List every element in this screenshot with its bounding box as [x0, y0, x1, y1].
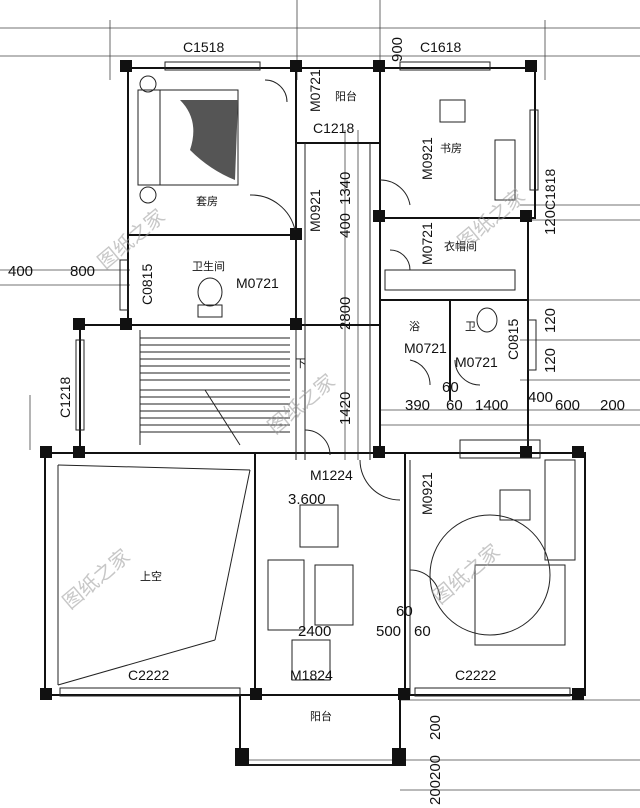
furniture	[137, 75, 576, 681]
stair-down-label: 下	[295, 357, 306, 370]
window-label-stair: C1218	[57, 377, 73, 418]
dim-200-r: 200	[600, 397, 625, 414]
dim-120-c: 120	[542, 348, 559, 373]
dim-900: 900	[389, 37, 406, 62]
door-label-bedroom2: M0921	[419, 472, 435, 515]
door-label-shower: M0721	[404, 340, 447, 356]
dim-1420: 1420	[337, 392, 354, 425]
dim-390: 390	[405, 397, 430, 414]
dim-60-d: 60	[414, 623, 431, 640]
window-label-right-upper: C1818	[542, 169, 558, 210]
door-swings	[249, 79, 481, 601]
window-label-left-toilet: C0815	[139, 264, 155, 305]
columns	[40, 60, 584, 766]
door-label-terrace: M1824	[290, 667, 333, 683]
open-below-marks	[57, 464, 251, 686]
room-label-balcony-bottom: 阳台	[310, 709, 332, 723]
room-label-toilet: 卫	[465, 320, 476, 333]
room-label-wardrobe: 衣帽间	[444, 239, 477, 253]
window-marks	[59, 61, 571, 697]
window-label-bottom-left: C2222	[128, 667, 169, 683]
dim-400-left: 400	[8, 263, 33, 280]
door-label-balcony: M0721	[307, 69, 323, 112]
dim-60-b: 60	[446, 397, 463, 414]
dim-120-b: 120	[542, 308, 559, 333]
window-label-right-toilet: C0815	[505, 319, 521, 360]
dim-1340: 1340	[337, 172, 354, 205]
dim-600: 600	[555, 397, 580, 414]
watermark: 图纸之家	[58, 544, 135, 614]
window-label-bottom-right: C2222	[455, 667, 496, 683]
door-label-wardrobe: M0721	[419, 222, 435, 265]
door-label-toilet: M0721	[455, 354, 498, 370]
room-label-shower: 浴	[409, 320, 420, 333]
dim-60-a: 60	[442, 379, 459, 396]
dim-2400: 2400	[298, 623, 331, 640]
window-label-balcony-door: C1218	[313, 120, 354, 136]
room-label-bathroom: 卫生间	[192, 259, 225, 273]
room-label-suite: 套房	[196, 195, 218, 208]
door-label-bathroom: M0721	[236, 275, 279, 291]
dim-200-b2: 200	[427, 755, 444, 780]
walls	[44, 67, 586, 766]
room-label-open-below: 上空	[140, 569, 162, 583]
dim-800: 800	[70, 263, 95, 280]
room-label-balcony-top: 阳台	[335, 89, 357, 103]
watermark: 图纸之家	[428, 539, 505, 609]
dim-500: 500	[376, 623, 401, 640]
door-label-suite: M0921	[307, 189, 323, 232]
window-label-top-left: C1518	[183, 39, 224, 55]
dim-60-c: 60	[396, 603, 413, 620]
stairs	[139, 330, 290, 446]
dim-2800: 2800	[337, 297, 354, 330]
dim-200-b1: 200	[427, 715, 444, 740]
dim-400-mid: 400	[337, 213, 354, 238]
dim-200-b3: 200	[427, 780, 444, 805]
dim-1400: 1400	[475, 397, 508, 414]
dim-120-a: 120	[542, 210, 559, 235]
dim-400-r: 400	[528, 389, 553, 406]
level-mark: 3.600	[288, 491, 326, 508]
watermark: 图纸之家	[93, 204, 170, 274]
window-label-top-right: C1618	[420, 39, 461, 55]
door-label-study: M0921	[419, 137, 435, 180]
room-label-study: 书房	[440, 142, 462, 155]
door-label-lobby: M1224	[310, 467, 353, 483]
